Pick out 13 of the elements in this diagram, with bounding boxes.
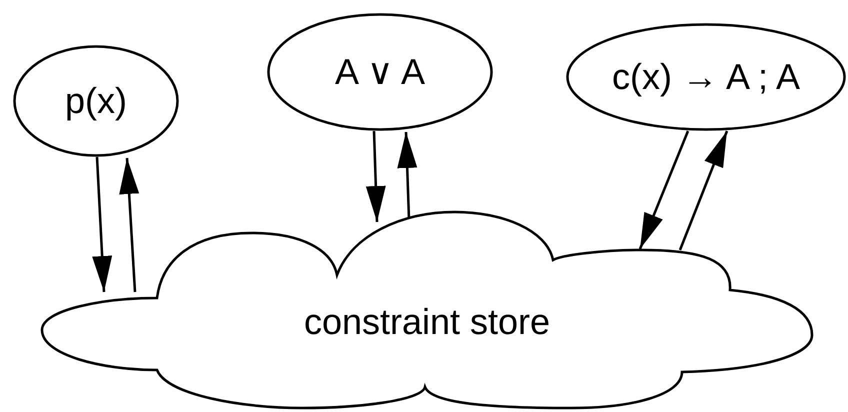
node-label: p(x) bbox=[65, 81, 127, 121]
node-label: constraint store bbox=[304, 302, 550, 342]
node-label: c(x) → A ; A bbox=[612, 57, 800, 97]
arrow bbox=[638, 130, 690, 250]
cloud-shape bbox=[42, 210, 812, 410]
ellipse-node bbox=[566, 23, 846, 131]
ellipse-node bbox=[13, 45, 179, 157]
arrow bbox=[366, 130, 386, 222]
node-label: A ∨ A bbox=[334, 52, 426, 92]
arrow bbox=[119, 158, 140, 292]
ellipse-node bbox=[267, 13, 493, 131]
arrow bbox=[92, 156, 112, 292]
arrow bbox=[678, 130, 728, 250]
